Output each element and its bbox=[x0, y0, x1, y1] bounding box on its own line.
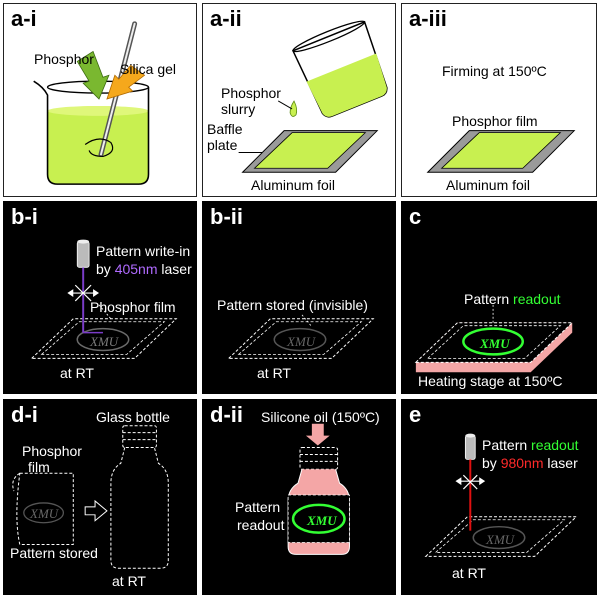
silica-gel-label: Silica gel bbox=[120, 61, 177, 77]
foil-label: Aluminum foil bbox=[446, 177, 531, 193]
logo-text: XMU bbox=[307, 513, 337, 528]
phosphor-label: Phosphor bbox=[34, 51, 94, 67]
laser-label: by 980nm laser bbox=[482, 455, 578, 471]
panel-label: d-i bbox=[11, 402, 38, 427]
panel-label: a-iii bbox=[409, 6, 447, 31]
bottle-label: Glass bottle bbox=[96, 409, 170, 425]
panel-a-iii: a-iii Firming at 150ºC Phosphor film Alu… bbox=[401, 3, 597, 197]
logo-text: XMU bbox=[486, 532, 515, 547]
readout-label: Pattern readout bbox=[464, 291, 561, 307]
panel-c: c Pattern readout XMU Heating stage at 1… bbox=[401, 201, 597, 394]
slurry-label-1: Phosphor bbox=[221, 85, 281, 101]
baffle-label-1: Baffle bbox=[207, 121, 243, 137]
slurry-label-2: slurry bbox=[221, 101, 256, 117]
film-label-1: Phosphor bbox=[22, 443, 82, 459]
foil-label: Aluminum foil bbox=[251, 177, 336, 193]
film-illustration bbox=[426, 130, 576, 173]
oil-label: Silicone oil (150ºC) bbox=[261, 409, 380, 425]
rt-label: at RT bbox=[452, 565, 486, 581]
logo-text: XMU bbox=[30, 506, 59, 521]
firming-label: Firming at 150ºC bbox=[442, 63, 547, 79]
panel-label: e bbox=[409, 402, 422, 427]
panel-label: a-i bbox=[11, 6, 37, 31]
laser-label: by 405nm laser bbox=[96, 261, 192, 277]
heating-label: Heating stage at 150ºC bbox=[418, 373, 563, 389]
panel-label: c bbox=[409, 204, 422, 229]
heating-illustration bbox=[414, 304, 574, 373]
logo-text: XMU bbox=[480, 336, 510, 351]
bottle-wrap-illustration bbox=[12, 425, 169, 569]
panel-b-ii: b-ii Pattern stored (invisible) XMU at R… bbox=[202, 201, 396, 394]
panel-b-i: b-i Pattern write-in by 405nm laser Phos… bbox=[3, 201, 197, 394]
panel-label: a-ii bbox=[210, 6, 242, 31]
panel-label: d-ii bbox=[210, 402, 243, 427]
laser-readout-illustration bbox=[424, 433, 578, 557]
rt-label: at RT bbox=[112, 573, 146, 589]
rt-label: at RT bbox=[60, 365, 94, 381]
readout-label: Pattern readout bbox=[482, 437, 579, 453]
film-label-2: film bbox=[28, 459, 50, 475]
beaker-illustration bbox=[33, 21, 150, 185]
panel-a-i: a-i Phosphor Silica gel bbox=[3, 3, 197, 197]
logo-text: XMU bbox=[90, 334, 119, 349]
panel-label: b-ii bbox=[210, 204, 243, 229]
write-in-label: Pattern write-in bbox=[96, 243, 191, 259]
rt-label: at RT bbox=[257, 365, 291, 381]
panel-label: b-i bbox=[11, 204, 38, 229]
stored-illustration bbox=[227, 314, 375, 359]
coating-illustration bbox=[238, 20, 388, 173]
stored-label: Pattern stored (invisible) bbox=[217, 297, 368, 313]
readout-label: readout bbox=[237, 517, 285, 533]
panel-e: e Pattern readout by 980nm laser XMU at … bbox=[401, 399, 597, 595]
baffle-label-2: plate bbox=[207, 137, 238, 153]
stored-label: Pattern stored bbox=[10, 545, 98, 561]
panel-d-i: d-i Glass bottle Phosphor film XMU Patte… bbox=[3, 399, 197, 595]
film-label: Phosphor film bbox=[90, 299, 176, 315]
oil-bath-illustration bbox=[287, 423, 350, 555]
panel-a-ii: a-ii Phosphor slurry Baffle plate Alumin… bbox=[202, 3, 396, 197]
film-label: Phosphor film bbox=[452, 113, 538, 129]
logo-text: XMU bbox=[287, 334, 316, 349]
write-in-illustration bbox=[30, 239, 178, 359]
panel-d-ii: d-ii Silicone oil (150ºC) Pattern readou… bbox=[202, 399, 396, 595]
pattern-label: Pattern bbox=[235, 499, 281, 515]
